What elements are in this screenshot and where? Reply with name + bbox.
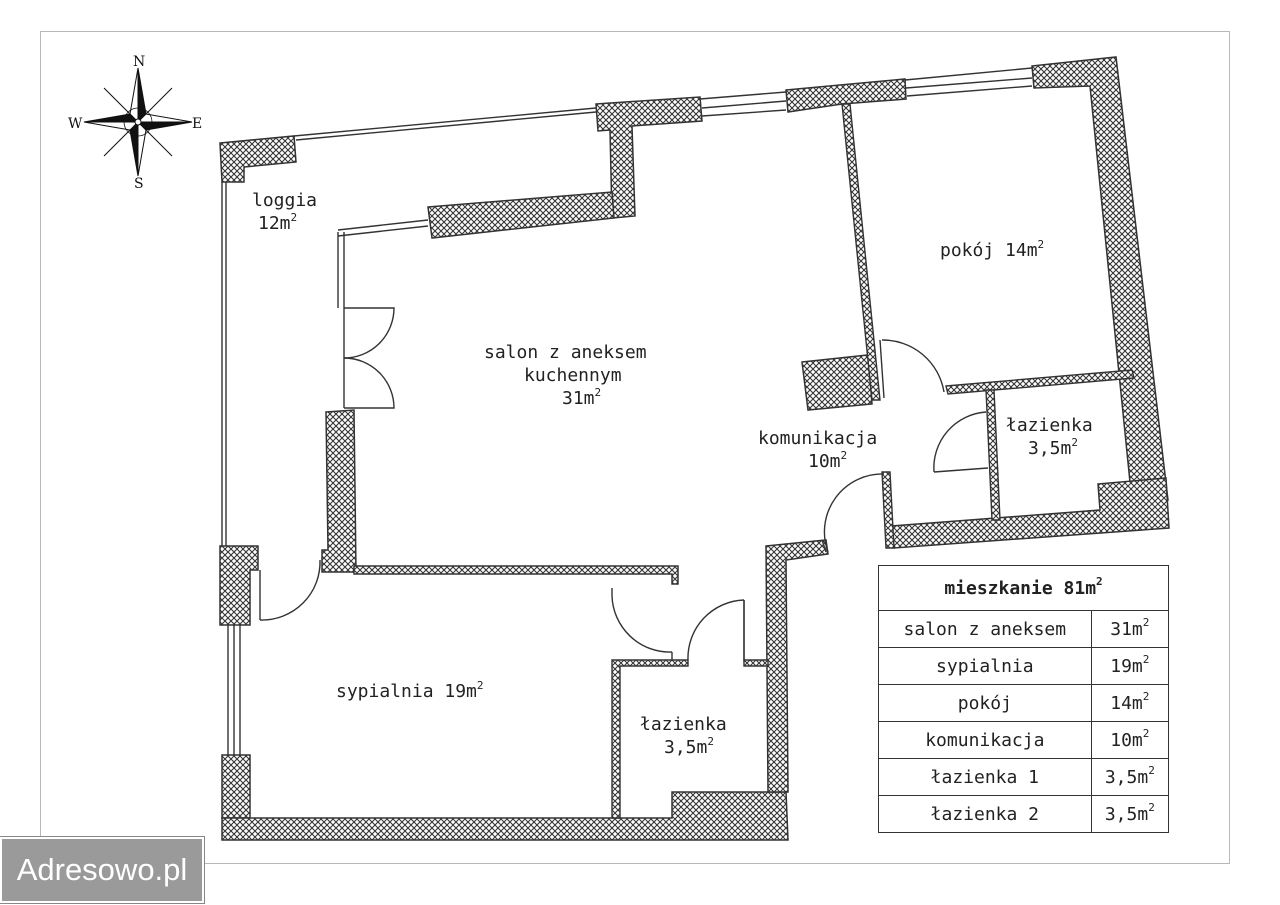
legend-header-row: mieszkanie 81m2 xyxy=(878,565,1169,611)
legend-room: komunikacja xyxy=(878,721,1092,759)
legend-room: salon z aneksem xyxy=(878,610,1092,648)
salon-area: 31m2 xyxy=(562,386,601,409)
legend-row: komunikacja 10m2 xyxy=(878,721,1170,759)
legend-row: salon z aneksem 31m2 xyxy=(878,610,1170,648)
compass-star-icon xyxy=(83,67,193,177)
legend-row: pokój 14m2 xyxy=(878,684,1170,722)
compass-n: N xyxy=(133,54,145,70)
legend-room: łazienka 1 xyxy=(878,758,1092,796)
legend-area: 10m2 xyxy=(1090,721,1170,759)
legend-row: sypialnia 19m2 xyxy=(878,647,1170,685)
legend-room: łazienka 2 xyxy=(878,795,1092,833)
compass-w: W xyxy=(68,116,83,132)
room-labels: loggia 12m2 salon z aneksem kuchennym 31… xyxy=(252,190,1093,758)
legend-row: łazienka 2 3,5m2 xyxy=(878,795,1170,833)
komunikacja-area: 10m2 xyxy=(808,449,847,472)
compass-e: E xyxy=(192,116,202,132)
lazienka-bottom-area: 3,5m2 xyxy=(664,735,714,758)
legend-area: 3,5m2 xyxy=(1090,795,1170,833)
legend-area: 31m2 xyxy=(1090,610,1170,648)
salon-name-2: kuchennym xyxy=(524,365,622,386)
legend-row: łazienka 1 3,5m2 xyxy=(878,758,1170,796)
sypialnia-label: sypialnia 19m2 xyxy=(336,679,484,702)
lazienka-right-area: 3,5m2 xyxy=(1028,436,1078,459)
loggia-name: loggia xyxy=(252,190,317,211)
legend-room: pokój xyxy=(878,684,1092,722)
lazienka-right-name: łazienka xyxy=(1006,415,1093,436)
legend-room: sypialnia xyxy=(878,647,1092,685)
pokoj-label: pokój 14m2 xyxy=(940,238,1044,261)
legend-area: 14m2 xyxy=(1090,684,1170,722)
doors xyxy=(259,307,989,661)
salon-name-1: salon z aneksem xyxy=(484,342,647,363)
compass-s: S xyxy=(134,176,144,192)
area-legend-table: mieszkanie 81m2 salon z aneksem 31m2 syp… xyxy=(878,565,1170,833)
loggia-area: 12m2 xyxy=(258,211,297,234)
lazienka-bottom-name: łazienka xyxy=(640,714,727,735)
komunikacja-name: komunikacja xyxy=(758,428,877,449)
walls xyxy=(219,56,1170,841)
adresowo-watermark[interactable]: Adresowo.pl xyxy=(0,836,205,904)
legend-area: 3,5m2 xyxy=(1090,758,1170,796)
compass-rose: N S E W xyxy=(68,54,202,192)
legend-title: mieszkanie 81m2 xyxy=(878,565,1169,611)
thin-walls xyxy=(221,67,1135,819)
drawing-frame xyxy=(40,31,1230,864)
legend-area: 19m2 xyxy=(1090,647,1170,685)
